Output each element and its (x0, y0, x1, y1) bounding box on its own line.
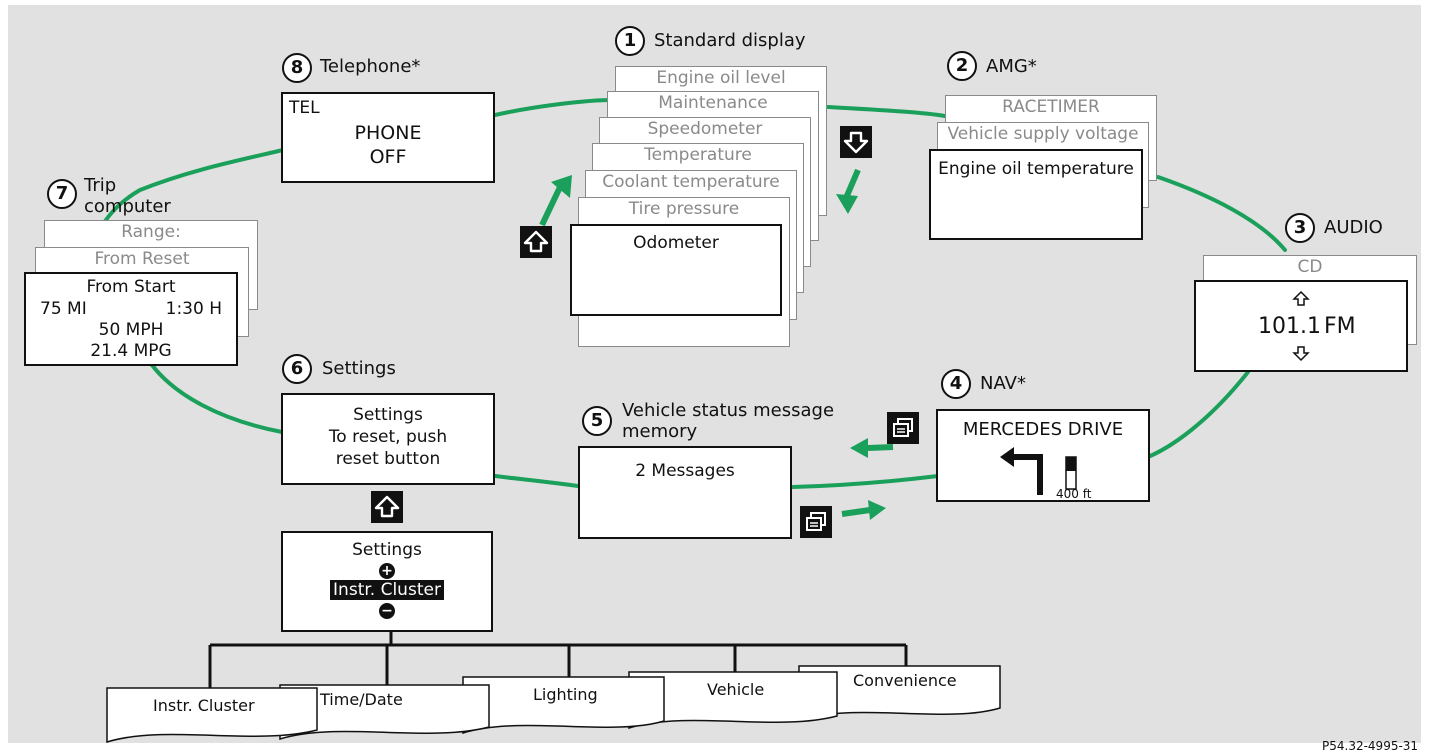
figure-reference: P54.32-4995-31 (1322, 739, 1419, 753)
loop-segment (1156, 175, 1287, 252)
down-arrow-icon (1292, 346, 1310, 362)
tel-tag: TEL (289, 98, 320, 118)
step-7-number: 7 (47, 179, 77, 209)
trip-speed: 50 MPH (98, 320, 164, 340)
step-3-label: AUDIO (1324, 217, 1383, 238)
loop-segment (791, 474, 940, 489)
step-8-label: Telephone* (320, 56, 421, 77)
loop-segment (150, 363, 284, 434)
submenu-label: Convenience (853, 671, 957, 690)
settings-line-1: Settings (353, 405, 423, 425)
phone-line-2: OFF (369, 146, 407, 168)
settings-submenu-display: Settings + Instr. Cluster − (281, 531, 493, 632)
up-arrow-icon (371, 491, 403, 523)
submenu-label: Time/Date (320, 690, 403, 709)
submenu-card-instr-cluster: Instr. Cluster (105, 686, 319, 746)
audio-band: FM (1324, 314, 1356, 339)
step-2-number: 2 (947, 51, 977, 81)
submenu-card-time-date: Time/Date (278, 683, 491, 743)
step-5-number: 5 (582, 406, 612, 436)
turn-left-icon (1000, 447, 1043, 495)
submenu-title: Settings (352, 540, 422, 560)
up-flow-arrow (539, 183, 564, 227)
phone-line-1: PHONE (354, 122, 422, 144)
engine-oil-temperature-display: Engine oil temperature (929, 149, 1143, 240)
submenu-label: Lighting (533, 685, 598, 704)
step-4-number: 4 (941, 369, 971, 399)
nav-title: MERCEDES DRIVE (962, 419, 1124, 440)
step-1-number: 1 (615, 26, 645, 56)
nav-out-arrowhead (868, 500, 886, 520)
step-1-label: Standard display (654, 30, 806, 51)
audio-display: 101.1 FM (1194, 280, 1408, 372)
telephone-display: TEL PHONE OFF (281, 92, 495, 183)
step-7-label-line-1: Trip (84, 175, 117, 196)
down-flow-arrowhead (836, 194, 858, 214)
step-3-number: 3 (1285, 213, 1315, 243)
submenu-card-lighting: Lighting (461, 675, 666, 737)
down-flow-arrow (843, 168, 861, 200)
trip-distance: 75 MI (40, 299, 87, 319)
loop-segment (493, 474, 580, 488)
step-5-label-line-2: memory (622, 421, 698, 442)
list-icon (887, 412, 919, 444)
step-5-label-line-1: Vehicle status message (622, 400, 835, 421)
nav-out-arrow (841, 507, 871, 517)
loop-segment (493, 98, 614, 117)
down-arrow-icon (840, 126, 872, 158)
submenu-card-convenience: Convenience (797, 664, 1002, 724)
submenu-label: Instr. Cluster (153, 696, 255, 715)
loop-segment (1138, 370, 1250, 462)
step-4-label: NAV* (980, 373, 1026, 394)
step-6-number: 6 (282, 354, 312, 384)
minus-icon: − (379, 603, 395, 619)
step-7-label-line-2: computer (84, 196, 171, 217)
settings-display: Settings To reset, push reset button (281, 393, 495, 485)
step-2-label: AMG* (986, 56, 1037, 77)
list-icon (800, 506, 832, 538)
audio-frequency: 101.1 (1258, 314, 1321, 339)
up-flow-arrowhead (551, 175, 572, 198)
range-bar-icon (1065, 456, 1077, 490)
trip-title: From Start (86, 277, 176, 297)
plus-icon: + (379, 563, 395, 579)
submenu-selected: Instr. Cluster (330, 580, 444, 600)
trip-computer-display: From Start 75 MI 1:30 H 50 MPH 21.4 MPG (24, 272, 238, 366)
submenu-card-vehicle: Vehicle (627, 670, 839, 732)
trip-time: 1:30 H (165, 299, 222, 319)
settings-line-3: reset button (335, 449, 441, 469)
nav-distance: 400 ft (1056, 487, 1092, 501)
nav-display: MERCEDES DRIVE 400 ft (936, 409, 1150, 502)
nav-in-arrow (867, 444, 894, 451)
step-8-number: 8 (282, 53, 312, 83)
submenu-label: Vehicle (707, 680, 765, 699)
nav-in-arrowhead (850, 438, 868, 458)
status-messages-display: 2 Messages (578, 446, 792, 539)
step-6-label: Settings (322, 358, 396, 379)
settings-line-2: To reset, push (328, 427, 448, 447)
odometer-display: Odometer (570, 224, 782, 316)
loop-segment (826, 105, 947, 118)
trip-consumption: 21.4 MPG (90, 341, 172, 361)
up-arrow-icon (520, 226, 552, 258)
up-arrow-icon (1292, 290, 1310, 306)
